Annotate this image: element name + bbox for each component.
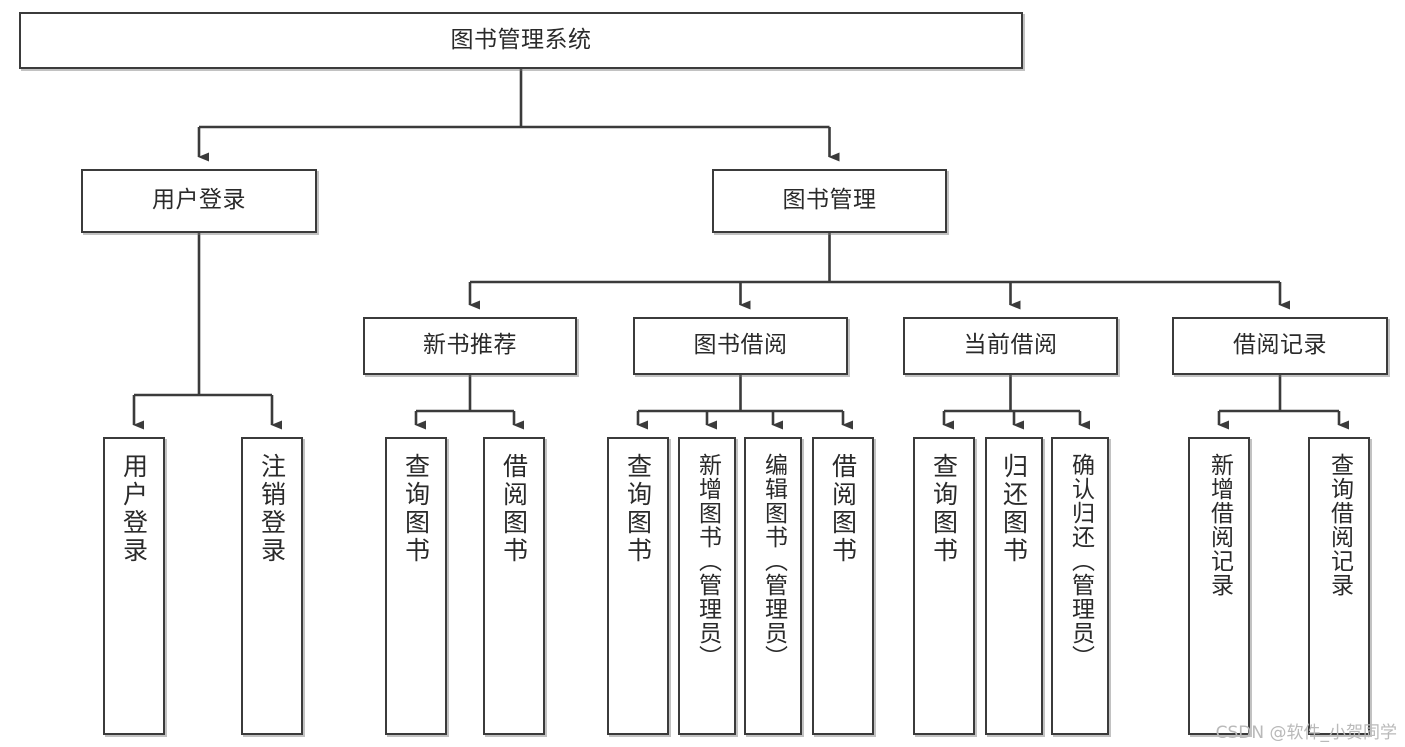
node-book-borrow[interactable]: 图书借阅 xyxy=(633,317,848,375)
node-leaf-borrow-book-1[interactable]: 借阅图书 xyxy=(483,437,545,735)
node-label: 查询图书 xyxy=(401,453,431,565)
node-label: 图书管理系统 xyxy=(450,26,592,53)
node-label: 查询图书 xyxy=(623,453,653,565)
node-label: 用户登录 xyxy=(152,187,246,214)
node-leaf-borrow-book-2[interactable]: 借阅图书 xyxy=(812,437,874,735)
node-label: 借阅图书 xyxy=(499,453,529,565)
csdn-watermark: CSDN @软件_小贺同学 xyxy=(1215,723,1397,743)
node-user-login[interactable]: 用户登录 xyxy=(81,169,317,233)
node-leaf-add-book[interactable]: 新增图书（管理员） xyxy=(678,437,736,735)
node-leaf-return-book[interactable]: 归还图书 xyxy=(985,437,1043,735)
node-label: 归还图书 xyxy=(999,453,1029,565)
node-leaf-query-record[interactable]: 查询借阅记录 xyxy=(1308,437,1370,735)
node-label: 图书管理 xyxy=(782,187,877,214)
node-book-manage[interactable]: 图书管理 xyxy=(712,169,947,233)
node-label: 图书借阅 xyxy=(693,332,788,359)
node-label: 确认归还（管理员） xyxy=(1067,453,1094,669)
node-leaf-edit-book[interactable]: 编辑图书（管理员） xyxy=(744,437,802,735)
node-label: 查询图书 xyxy=(929,453,959,565)
node-borrow-record[interactable]: 借阅记录 xyxy=(1172,317,1388,375)
node-new-book-rec[interactable]: 新书推荐 xyxy=(363,317,577,375)
node-leaf-confirm-return[interactable]: 确认归还（管理员） xyxy=(1051,437,1109,735)
node-leaf-query-book-1[interactable]: 查询图书 xyxy=(385,437,447,735)
node-leaf-user-login[interactable]: 用户登录 xyxy=(103,437,165,735)
node-label: 当前借阅 xyxy=(963,332,1058,359)
node-label: 编辑图书（管理员） xyxy=(760,453,787,669)
node-label: 借阅图书 xyxy=(828,453,858,565)
node-label: 查询借阅记录 xyxy=(1326,453,1353,597)
node-leaf-query-book-3[interactable]: 查询图书 xyxy=(913,437,975,735)
node-leaf-query-book-2[interactable]: 查询图书 xyxy=(607,437,669,735)
node-leaf-user-logout[interactable]: 注销登录 xyxy=(241,437,303,735)
node-current-borrow[interactable]: 当前借阅 xyxy=(903,317,1118,375)
node-leaf-add-record[interactable]: 新增借阅记录 xyxy=(1188,437,1250,735)
node-label: 新增图书（管理员） xyxy=(694,453,721,669)
node-label: 用户登录 xyxy=(119,453,149,565)
node-label: 借阅记录 xyxy=(1233,332,1327,359)
node-label: 新增借阅记录 xyxy=(1206,453,1233,597)
node-label: 注销登录 xyxy=(257,453,287,565)
node-root[interactable]: 图书管理系统 xyxy=(19,12,1023,69)
node-label: 新书推荐 xyxy=(423,332,517,359)
